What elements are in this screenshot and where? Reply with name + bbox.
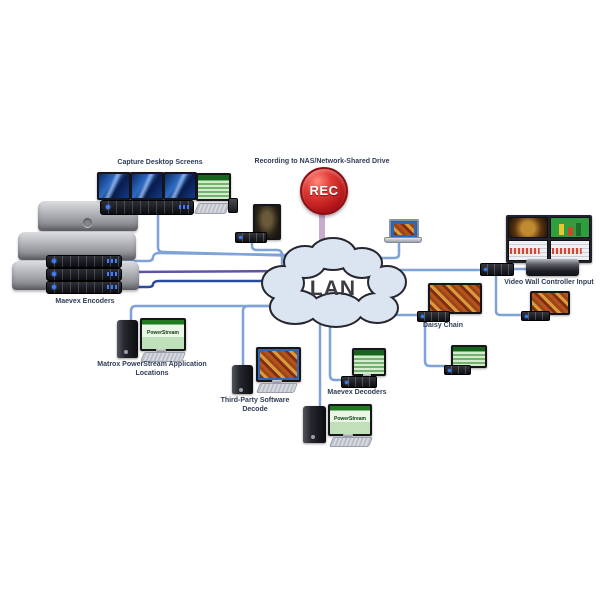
maevex-decoder-device (341, 376, 377, 388)
video-wall-decoder (480, 263, 514, 276)
maevex-encoder-3 (46, 281, 122, 294)
signage-portrait-monitor (253, 204, 281, 240)
daisy-chain-decoder-2 (444, 365, 471, 375)
daisy-chain-monitor (428, 283, 482, 314)
video-wall-cell-1 (508, 217, 548, 238)
daisy-chain-monitor-2 (451, 345, 487, 368)
chained-monitor-right (530, 291, 570, 315)
capture-monitor-2 (130, 172, 164, 200)
maevex-encoder-1 (46, 255, 122, 268)
capture-dashboard-monitor (196, 173, 231, 201)
powerstream-monitor-2: PowerStream (328, 404, 372, 436)
monitor-stand (363, 374, 371, 377)
lan-label: LAN (309, 277, 357, 300)
video-wall-cell-2 (550, 217, 590, 238)
powerstream-screen-text: PowerStream (334, 415, 366, 422)
daisy-chain-label: Daisy Chain (422, 322, 464, 329)
recording-label: Recording to NAS/Network-Shared Drive (254, 158, 390, 165)
maevex-decoders-monitor (352, 348, 386, 376)
third-party-label: Third-Party Software Decode (220, 397, 290, 413)
daisy-chain-decoder (417, 311, 450, 322)
monitor-stand (272, 380, 282, 383)
video-wall-cell-4 (550, 240, 590, 261)
capture-remote (228, 198, 238, 213)
maevex-encoders-label: Maevex Encoders (55, 298, 115, 305)
maevex-decoders-label: Maevex Decoders (327, 389, 387, 396)
laptop-base (384, 237, 422, 243)
third-party-tower (232, 365, 253, 394)
video-wall-label: Video Wall Controller Input (504, 279, 594, 286)
maevex-encoder-2 (46, 268, 122, 281)
third-party-monitor (256, 347, 301, 382)
rec-badge: REC (300, 167, 348, 215)
monitor-stand (156, 349, 166, 352)
powerstream-tower-2 (303, 406, 326, 443)
powerstream-app-label: Matrox PowerStream Application Locations (97, 361, 207, 377)
signage-decoder (235, 232, 267, 243)
capture-desktop-label: Capture Desktop Screens (117, 159, 203, 166)
capture-monitor-1 (97, 172, 131, 200)
monitor-stand (343, 434, 353, 437)
powerstream-screen-text: PowerStream (147, 329, 179, 336)
capture-quad-encoder (100, 200, 194, 215)
powerstream-monitor: PowerStream (140, 318, 186, 351)
rec-badge-text: REC (309, 183, 339, 198)
video-wall-controller (526, 259, 579, 276)
video-wall (506, 215, 592, 263)
laptop (389, 219, 419, 240)
powerstream-tower (117, 320, 138, 358)
chained-decoder-right (521, 311, 550, 321)
